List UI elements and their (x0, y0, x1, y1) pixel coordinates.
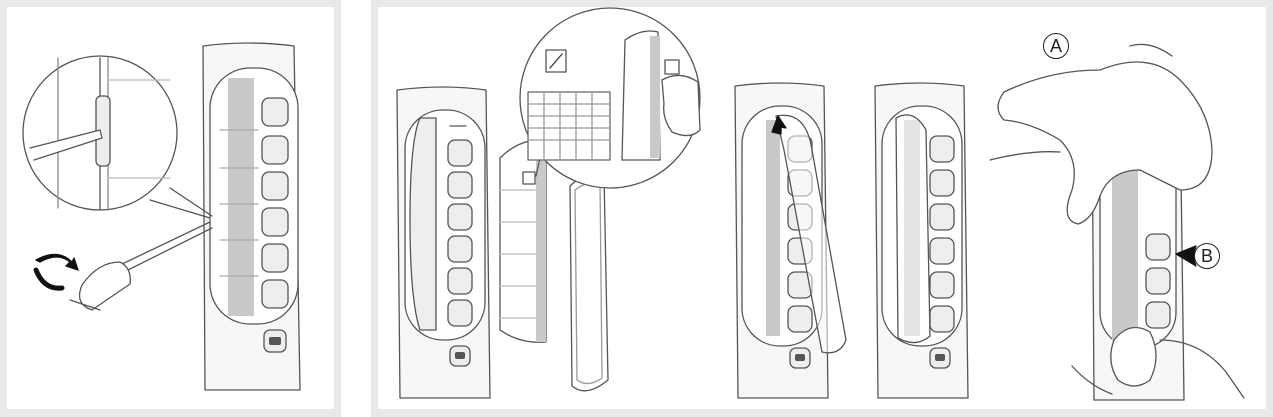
step5-hand-bottom (1071, 326, 1245, 399)
step2-device (396, 86, 491, 399)
step2-zoom-callout (519, 7, 701, 189)
screwdriver-icon (69, 221, 213, 311)
step3-device (734, 82, 847, 399)
lift-arrow-icon (771, 115, 787, 135)
label-sheet-icon (527, 91, 611, 161)
step5-hand-top (989, 43, 1213, 225)
step2-label-strip (499, 139, 547, 343)
step1-buttons (261, 97, 289, 309)
step1-zoom-callout (22, 55, 213, 219)
rotate-arrow-icon (33, 253, 79, 291)
step4-device (874, 82, 969, 399)
callout-a: A (1043, 33, 1069, 59)
step2-cover (569, 172, 609, 392)
step1-device (202, 42, 301, 391)
hand-icon (661, 59, 701, 137)
callout-b: B (1194, 243, 1220, 269)
